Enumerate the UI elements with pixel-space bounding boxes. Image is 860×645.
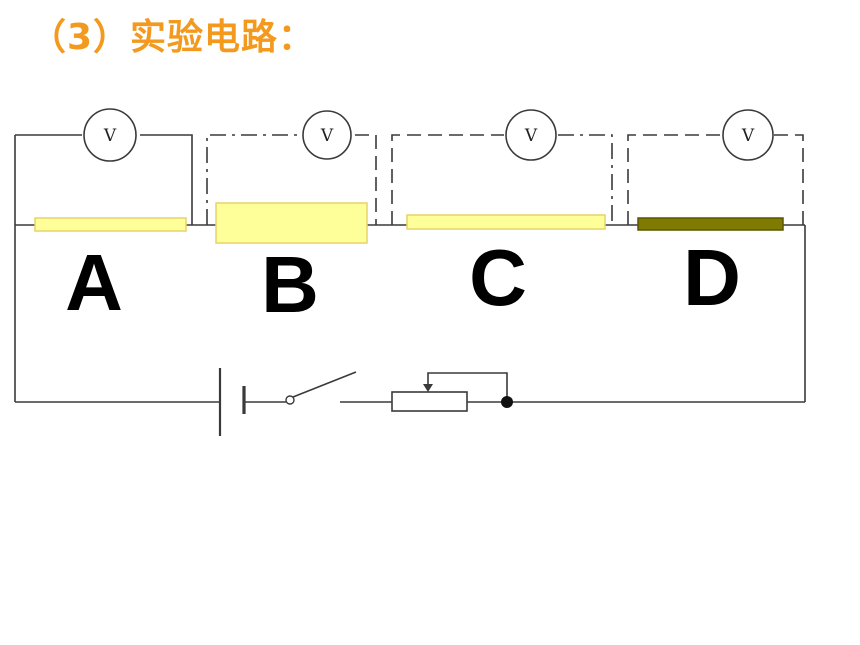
voltmeter-b-symbol: V [320, 126, 334, 146]
battery-symbol [218, 368, 246, 436]
wire-sample-d [637, 217, 784, 231]
wire-sample-c [406, 214, 606, 230]
rheostat-symbol [391, 372, 508, 412]
voltmeter-d-symbol: V [741, 126, 755, 146]
voltmeter-a: V [83, 108, 137, 162]
voltmeter-b: V [302, 110, 352, 160]
voltmeter-c-symbol: V [524, 126, 538, 146]
wire-sample-b [215, 202, 368, 244]
voltmeter-d-loop [627, 134, 804, 225]
voltmeter-d: V [722, 109, 774, 161]
wire-label-a: A [65, 238, 123, 327]
switch-symbol [285, 371, 357, 405]
voltmeter-c: V [505, 109, 557, 161]
page-title: （3）实验电路： [30, 17, 316, 58]
voltmeter-b-loop [206, 134, 377, 225]
wire-sample-a [34, 217, 187, 232]
wire-label-b: B [261, 240, 319, 329]
junction-dot [501, 396, 513, 408]
wire-label-c: C [469, 233, 527, 322]
wire-label-d: D [683, 233, 741, 322]
voltmeter-a-symbol: V [103, 126, 117, 146]
voltmeter-a-loop [15, 134, 193, 225]
voltmeter-c-loop [391, 134, 613, 225]
